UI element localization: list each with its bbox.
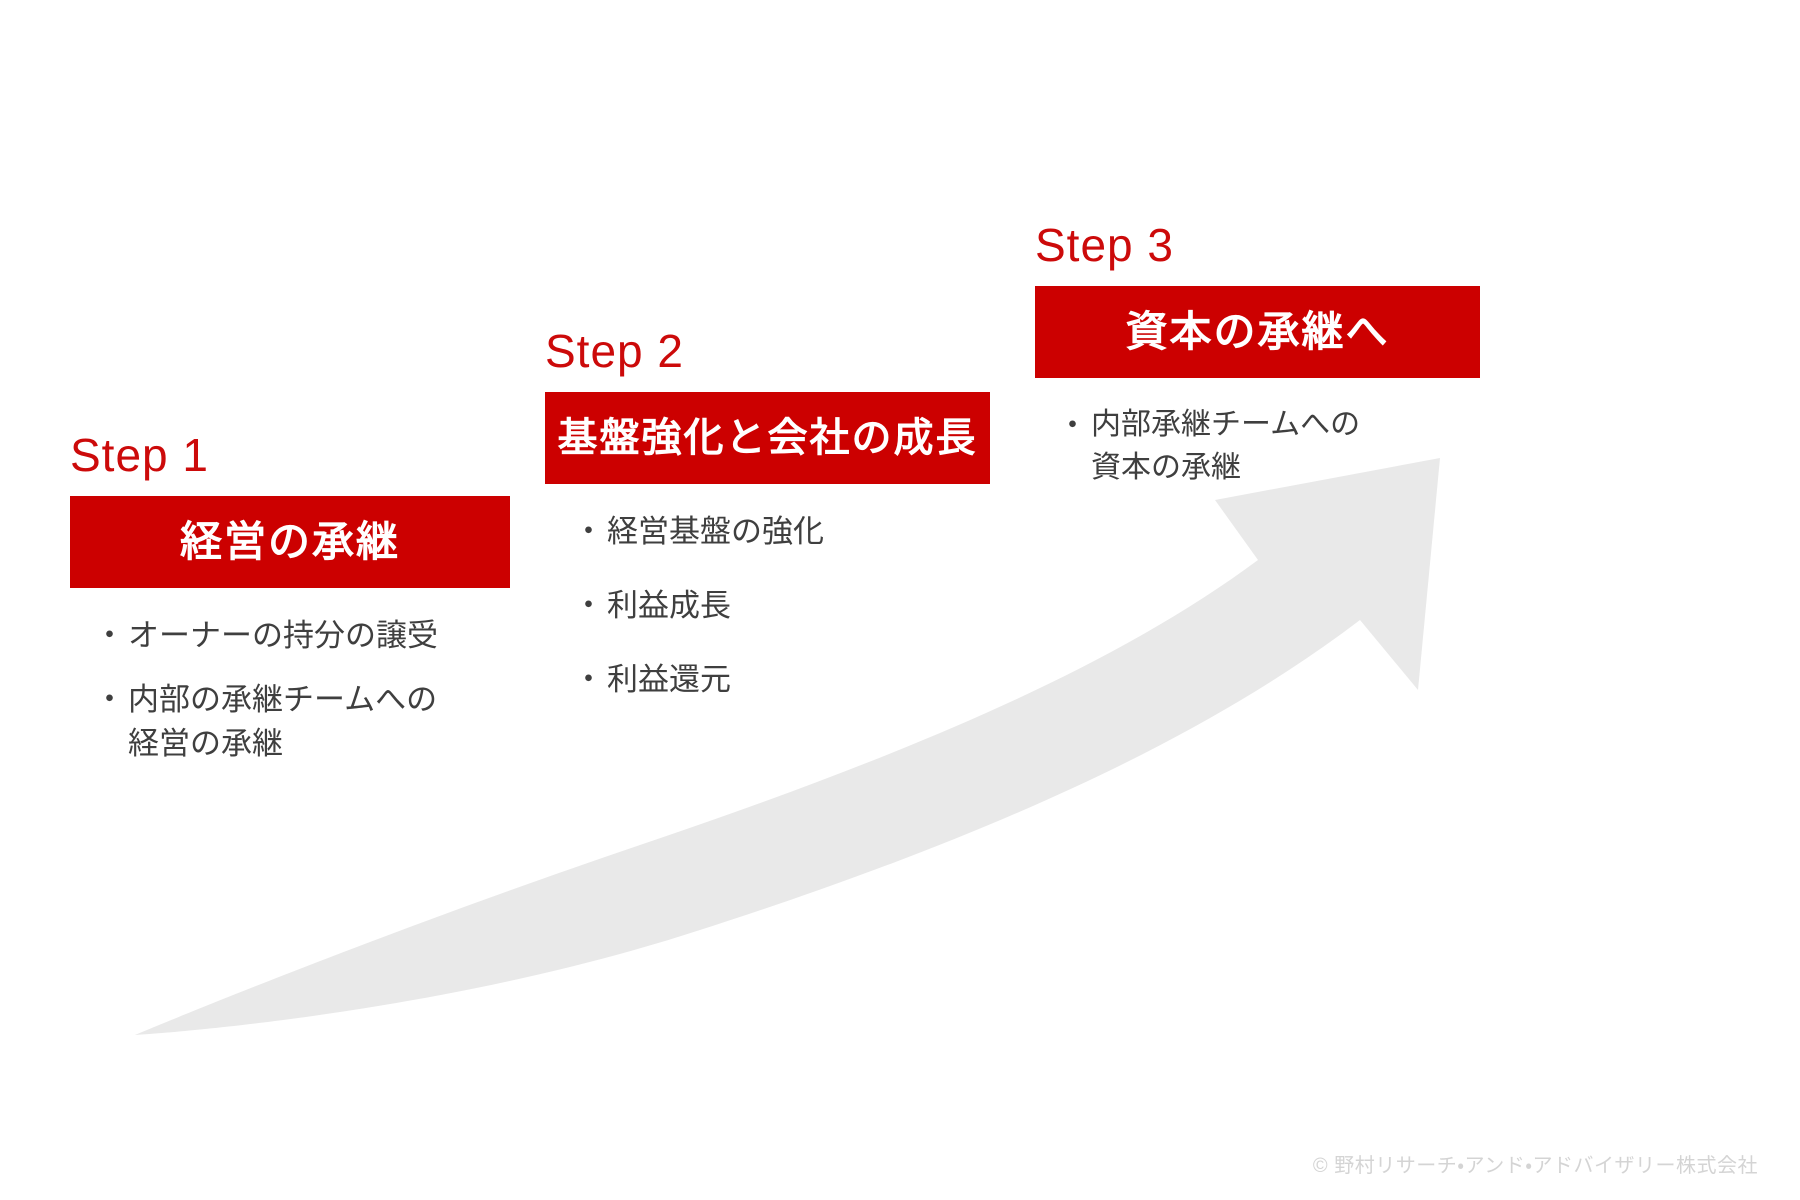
footer-copyright: © 野村リサーチ・アンド・アドバイザリー株式会社	[1312, 1155, 1758, 1177]
bullet-marker-icon: ・	[573, 662, 604, 698]
list-item: ・ 内部承継チームへの 資本の承継	[1057, 404, 1555, 489]
step-block-1: Step 1 経営の承継 ・ オーナーの持分の譲受 ・ 内部の承継チームへの 経…	[70, 432, 570, 786]
list-item: ・ 利益成長	[573, 584, 1065, 628]
step-heading-1: 経営の承継	[70, 496, 510, 588]
list-item: ・ オーナーの持分の譲受	[94, 614, 570, 658]
step-label-2: Step 2	[545, 325, 684, 377]
bullet-marker-icon: ・	[94, 618, 125, 653]
step-block-2: Step 2 基盤強化と会社の成長 ・ 経営基盤の強化 ・ 利益成長 ・ 利益還…	[545, 328, 1065, 732]
step-bullets-1: ・ オーナーの持分の譲受 ・ 内部の承継チームへの 経営の承継	[70, 614, 570, 766]
bullet-marker-icon: ・	[1057, 408, 1088, 443]
step-block-3: Step 3 資本の承継へ ・ 内部承継チームへの 資本の承継	[1035, 222, 1555, 509]
bullet-marker-icon: ・	[94, 682, 125, 718]
bullet-marker-icon: ・	[573, 588, 604, 624]
list-item: ・ 内部の承継チームへの 経営の承継	[94, 678, 570, 766]
list-item: ・ 利益還元	[573, 658, 1065, 702]
list-item: ・ 経営基盤の強化	[573, 510, 1065, 554]
bullet-text: 利益還元	[607, 662, 731, 698]
step-heading-3: 資本の承継へ	[1035, 286, 1480, 378]
step-label-3: Step 3	[1035, 219, 1174, 271]
bullet-marker-icon: ・	[573, 514, 604, 549]
bullet-text: 内部承継チームへの 資本の承継	[1091, 408, 1361, 484]
bullet-text: 経営基盤の強化	[607, 514, 824, 549]
step-heading-2: 基盤強化と会社の成長	[545, 392, 990, 484]
bullet-text: オーナーの持分の譲受	[128, 618, 438, 653]
bullet-text: 利益成長	[607, 588, 731, 624]
bullet-text: 内部の承継チームへの 経営の承継	[128, 682, 438, 762]
step-bullets-3: ・ 内部承継チームへの 資本の承継	[1035, 404, 1555, 489]
step-bullets-2: ・ 経営基盤の強化 ・ 利益成長 ・ 利益還元	[545, 510, 1065, 702]
step-label-1: Step 1	[70, 429, 209, 481]
